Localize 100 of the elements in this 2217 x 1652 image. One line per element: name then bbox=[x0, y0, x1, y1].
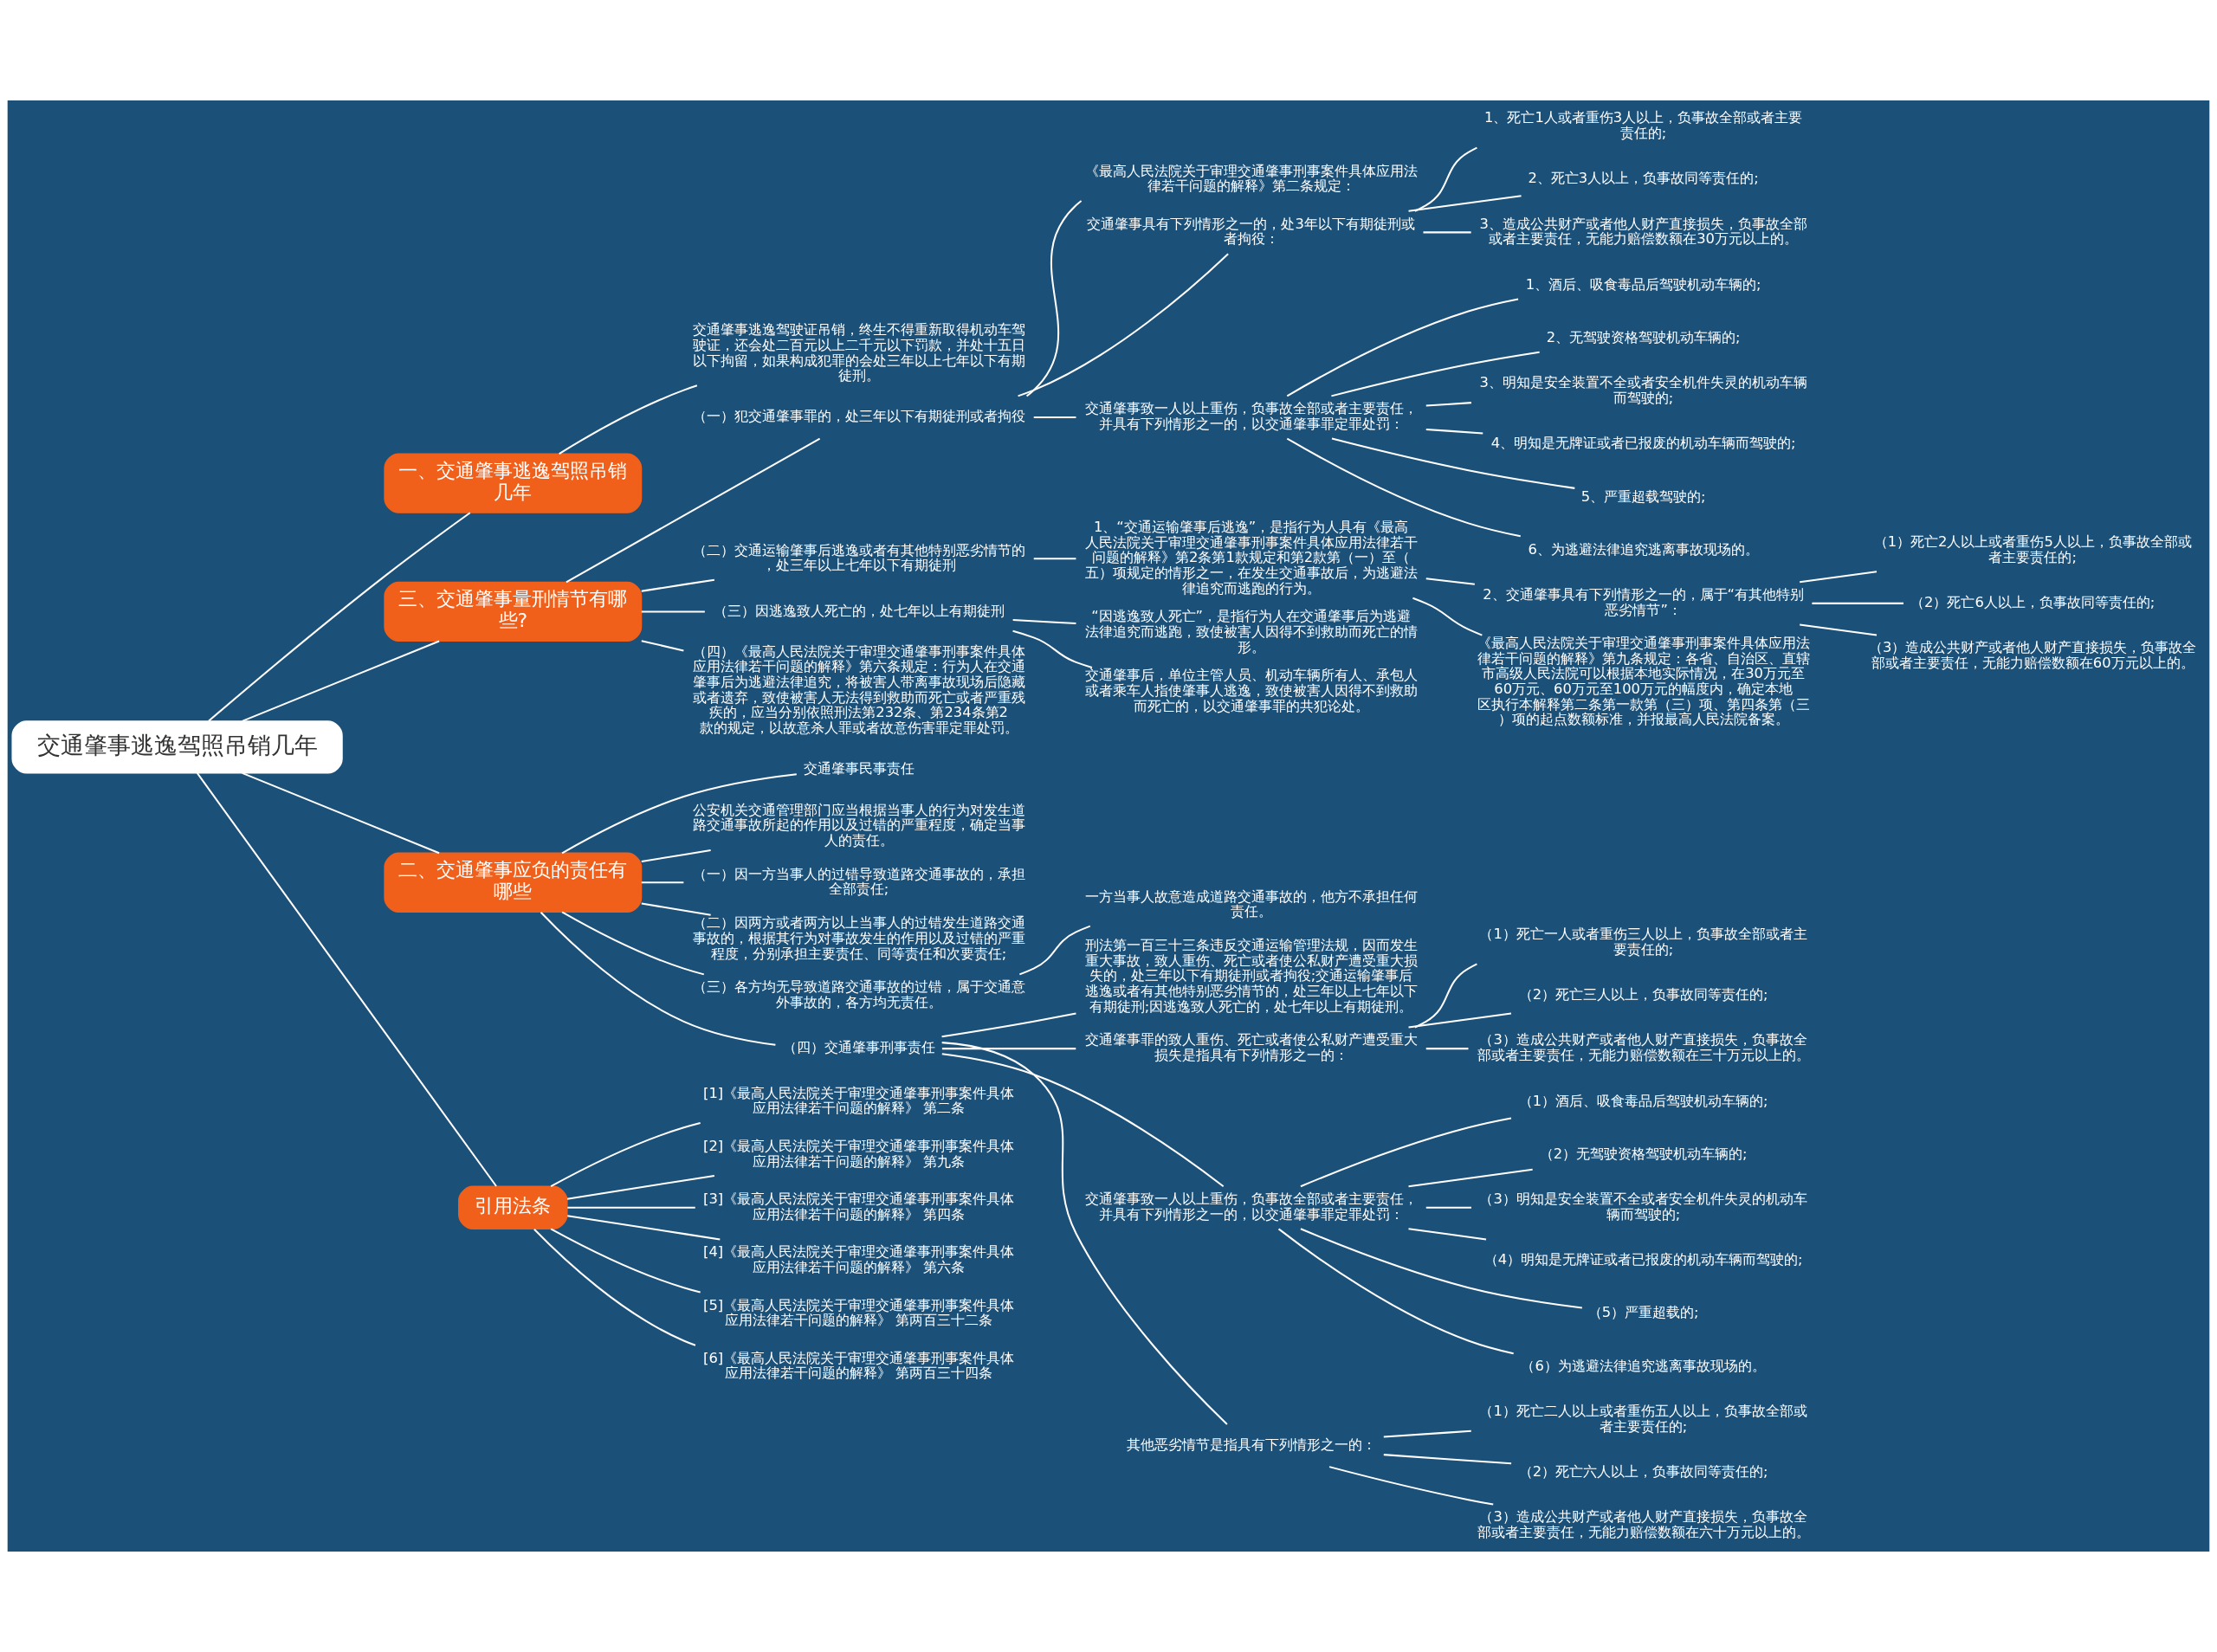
node-text: （3）造成公共财产或者他人财产直接损失，负事故全部或者主要责任，无能力赔偿数额在三十万元以上的。 bbox=[1477, 1031, 1810, 1064]
node-box: 引用法条 bbox=[458, 1185, 568, 1229]
connector bbox=[641, 578, 715, 592]
connector bbox=[641, 849, 711, 863]
connector bbox=[1012, 619, 1076, 624]
connector bbox=[1012, 629, 1093, 668]
connector bbox=[1425, 1048, 1469, 1050]
connector bbox=[1286, 298, 1519, 397]
node-text: [1]《最高人民法院关于审理交通肇事刑事案件具体应用法律若干问题的解释》 第二条 bbox=[703, 1084, 1015, 1117]
connector bbox=[208, 512, 471, 722]
connector bbox=[1025, 200, 1083, 397]
connector bbox=[242, 771, 440, 855]
node-text: （5）严重超载的; bbox=[1587, 1304, 1699, 1321]
connector bbox=[196, 772, 497, 1187]
node-text: 刑法第一百三十三条违反交通运输管理法规，因而发生重大事故，致人重伤、死亡或者使公私财产遭受重大损失的，处三年以下有期徒刑或者拘役;交通运输肇事后逃逸或者有其他特别恶劣情节的，处三年以上七年以下有期徒刑;因逃逸致人死亡的，处七年以上有期徒刑。 bbox=[1084, 936, 1418, 1015]
connector bbox=[1414, 963, 1477, 1029]
connector bbox=[1408, 1168, 1533, 1188]
node-text: （二）交通运输肇事后逃逸或者有其他特别恶劣情节的，处三年以上七年以下有期徒刑 bbox=[692, 541, 1025, 574]
node-text: [2]《最高人民法院关于审理交通肇事刑事案件具体应用法律若干问题的解释》 第九条 bbox=[703, 1137, 1015, 1170]
node-text: 6、为逃避法律追究逃离事故现场的。 bbox=[1528, 540, 1759, 558]
node-text: （一）因一方当事人的过错导致道路交通事故的，承担全部责任; bbox=[692, 865, 1025, 898]
connector bbox=[550, 1228, 701, 1294]
node-text: （2）死亡6人以上，负事故同等责任的; bbox=[1910, 594, 2156, 611]
connector bbox=[1331, 437, 1575, 489]
node-text: “因逃逸致人死亡”，是指行为人在交通肇事后为逃避法律追究而逃跑，致使被害人因得不到救助而死亡的情形。 bbox=[1084, 608, 1418, 655]
node-text: （2）死亡三人以上，负事故同等责任的; bbox=[1518, 986, 1768, 1003]
node-text: （三）因逃逸致人死亡的，处七年以上有期徒刑 bbox=[713, 602, 1005, 619]
node-text: （四）交通肇事刑事责任 bbox=[782, 1039, 935, 1056]
connector bbox=[1300, 1117, 1512, 1188]
connector bbox=[641, 640, 684, 652]
connector bbox=[242, 640, 440, 722]
node-text: 1、酒后、吸食毒品后驾驶机动车辆的; bbox=[1525, 275, 1761, 293]
node-text: （2）无驾驶资格驾驶机动车辆的; bbox=[1539, 1145, 1748, 1162]
connector bbox=[1425, 428, 1483, 435]
node-text: 交通肇事罪的致人重伤、死亡或者使公私财产遭受重大损失是指具有下列情形之一的： bbox=[1084, 1031, 1418, 1064]
connector bbox=[1412, 597, 1483, 636]
node-text: 2、无驾驶资格驾驶机动车辆的; bbox=[1546, 329, 1741, 346]
connector bbox=[1800, 571, 1878, 584]
node-text: 交通肇事逃逸驾驶证吊销，终生不得重新取得机动车驾驶证，还会处二百元以上二千元以下罚款，并处十五日以下拘留，如果构成犯罪的会处三年以上七年以下有期徒刑。 bbox=[692, 321, 1025, 384]
node-box: 三、交通肇事量刑情节有哪些? bbox=[384, 581, 643, 642]
connector bbox=[1812, 602, 1904, 604]
node-text: （3）造成公共财产或者他人财产直接损失，负事故全部或者主要责任，无能力赔偿数额在六十万元以上的。 bbox=[1477, 1508, 1810, 1541]
connector bbox=[1018, 253, 1229, 397]
connector bbox=[1423, 231, 1471, 234]
connector bbox=[1408, 1012, 1512, 1029]
node-text: 公安机关交通管理部门应当根据当事人的行为对发生道路交通事故所起的作用以及过错的严重程度，确定当事人的责任。 bbox=[692, 801, 1025, 849]
connector bbox=[941, 1053, 1225, 1187]
node-text: 1、“交通运输肇事后逃逸”，是指行为人具有《最高人民法院关于审理交通肇事刑事案件具体应用法律若干问题的解释》第2条第1款规定和第2款第（一）至（五）项规定的情形之一，在发生交通事故后，为逃避法律追究而逃跑的行为。 bbox=[1084, 519, 1418, 597]
connector bbox=[1408, 1228, 1487, 1241]
connector bbox=[1425, 1206, 1471, 1209]
node-text: 交通肇事致一人以上重伤，负事故全部或者主要责任，并具有下列情形之一的，以交通肇事罪定罪处罚： bbox=[1084, 1191, 1418, 1223]
node-text: 其他恶劣情节是指具有下列情形之一的： bbox=[1126, 1436, 1376, 1453]
connector bbox=[941, 1042, 1228, 1425]
node-text: （四）《最高人民法院关于审理交通肇事刑事案件具体应用法律若干问题的解释》第六条规定：行为人在交通肇事后为逃避法律追究，将被害人带离事故现场后隐藏或者遗弃，致使被害人无法得到救助而死亡或者严重残疾的，应当分别依照刑法第232条、第234条第2款的规定，以故意杀人罪或者故意伤害罪定罪处罚。 bbox=[692, 642, 1025, 736]
node-text: 4、明知是无牌证或者已报废的机动车辆而驾驶的; bbox=[1490, 435, 1796, 452]
connector bbox=[1300, 1228, 1582, 1309]
connector bbox=[641, 610, 705, 613]
node-text: 交通肇事民事责任 bbox=[803, 759, 915, 777]
node-text: 一方当事人故意造成道路交通事故的，他方不承担任何责任。 bbox=[1084, 887, 1418, 920]
connector bbox=[1331, 351, 1540, 397]
connector bbox=[1033, 558, 1076, 560]
node-text: 交通肇事致一人以上重伤，负事故全部或者主要责任，并具有下列情形之一的，以交通肇事罪定罪处罚： bbox=[1084, 400, 1418, 432]
node-text: （3）明知是安全装置不全或者安全机件失灵的机动车辆而驾驶的; bbox=[1479, 1191, 1807, 1223]
node-text: （1）死亡2人以上或者重伤5人以上，负事故全部或者主要责任的; bbox=[1873, 533, 2192, 565]
connector bbox=[641, 881, 684, 884]
node-text: 《最高人民法院关于审理交通肇事刑事案件具体应用法律若干问题的解释》第二条规定： bbox=[1084, 162, 1418, 195]
node-text: 1、死亡1人或者重伤3人以上，负事故全部或者主要责任的; bbox=[1484, 109, 1803, 141]
connector bbox=[550, 1121, 701, 1188]
connector bbox=[1328, 1466, 1494, 1506]
node-text: 3、明知是安全装置不全或者安全机件失灵的机动车辆而驾驶的; bbox=[1479, 374, 1807, 407]
connector bbox=[561, 911, 705, 976]
connector bbox=[561, 773, 797, 855]
connector bbox=[1286, 437, 1521, 538]
connector bbox=[567, 1206, 695, 1209]
node-text: （6）为逃避法律追究逃离事故现场的。 bbox=[1521, 1357, 1766, 1374]
node-text: [3]《最高人民法院关于审理交通肇事刑事案件具体应用法律若干问题的解释》 第四条 bbox=[703, 1191, 1015, 1223]
node-text: （2）死亡六人以上，负事故同等责任的; bbox=[1518, 1463, 1768, 1481]
connector bbox=[1425, 578, 1475, 585]
connector bbox=[566, 437, 821, 584]
connector bbox=[1800, 623, 1878, 636]
node-box: 交通肇事逃逸驾照吊销几年 bbox=[11, 720, 343, 774]
node-text: 《最高人民法院关于审理交通肇事刑事案件具体应用法律若干问题的解释》第九条规定：各省、自治区、直辖市高级人民法院可以根据本地实际情况，在30万元至60万元、60万元至100万元的幅度内，确定本地区执行本解释第二条第一款第（三）项、第四条第（三）项的起点数额标准，并报最高人民法院备案。 bbox=[1477, 635, 1810, 728]
connector bbox=[1408, 195, 1522, 212]
node-text: （3）造成公共财产或者他人财产直接损失，负事故全部或者主要责任，无能力赔偿数额在60万元以上的。 bbox=[1869, 639, 2197, 672]
node-text: [6]《最高人民法院关于审理交通肇事刑事案件具体应用法律若干问题的解释》 第两百三十四条 bbox=[703, 1349, 1015, 1382]
connector bbox=[941, 1048, 1076, 1050]
connector bbox=[567, 1215, 721, 1241]
connector bbox=[559, 384, 698, 455]
node-text: （三）各方均无导致道路交通事故的过错，属于交通意外事故的，各方均无责任。 bbox=[692, 978, 1025, 1010]
connector bbox=[941, 1012, 1076, 1038]
connector bbox=[1383, 1429, 1471, 1438]
connector bbox=[1414, 146, 1477, 212]
node-text: （4）明知是无牌证或者已报废的机动车辆而驾驶的; bbox=[1483, 1251, 1803, 1268]
connector bbox=[1033, 416, 1076, 418]
node-box: 二、交通肇事应负的责任有哪些 bbox=[384, 852, 643, 913]
node-text: [4]《最高人民法院关于审理交通肇事刑事案件具体应用法律若干问题的解释》 第六条 bbox=[703, 1243, 1015, 1276]
connector bbox=[1019, 925, 1091, 976]
node-text: （1）酒后、吸食毒品后驾驶机动车辆的; bbox=[1518, 1092, 1768, 1109]
node-box: 一、交通肇事逃逸驾照吊销几年 bbox=[384, 453, 643, 513]
node-text: （1）死亡一人或者重伤三人以上，负事故全部或者主要责任的; bbox=[1479, 926, 1807, 958]
